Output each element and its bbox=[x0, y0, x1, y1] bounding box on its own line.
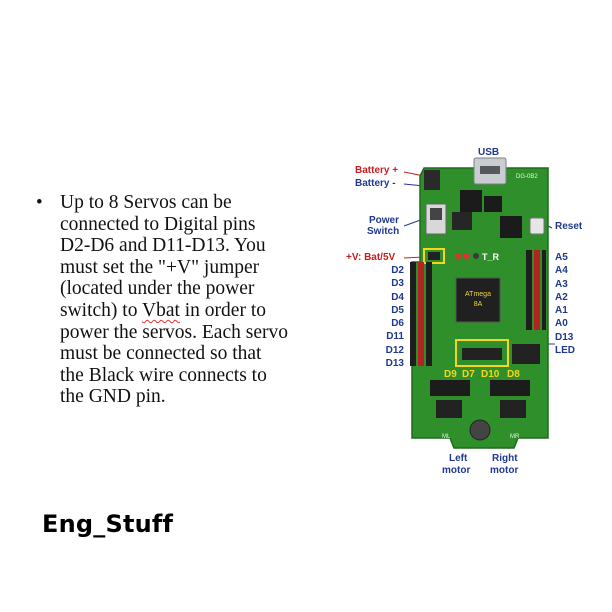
text-line-3: D2-D6 and D11-D13. You bbox=[60, 235, 266, 257]
pin-label-a4: A4 bbox=[555, 265, 568, 277]
left-pin-labels: D2 D3 D4 D5 D6 D11 D12 D13 bbox=[376, 264, 404, 370]
label-battery-plus: Battery + bbox=[355, 165, 399, 176]
label-right-motor-1: Right bbox=[492, 453, 518, 464]
chip-label-2: 8A bbox=[474, 301, 483, 308]
pin-label-a5: A5 bbox=[555, 252, 568, 263]
pin-label-d4: D4 bbox=[391, 291, 404, 303]
silk-tr: T_R bbox=[482, 252, 500, 262]
pin-label-d12: D12 bbox=[385, 344, 404, 356]
label-left-motor-2: motor bbox=[442, 465, 471, 476]
label-right-motor-2: motor bbox=[490, 465, 519, 476]
pin-label-led: LED bbox=[555, 345, 575, 357]
pin-label-d8: D8 bbox=[507, 369, 520, 380]
text-line-6a: switch) to bbox=[60, 299, 138, 321]
label-reset: Reset bbox=[555, 221, 583, 232]
label-power-1: Power bbox=[369, 215, 400, 226]
text-line-5: (located under the power bbox=[60, 278, 255, 300]
pin-label-d5: D5 bbox=[391, 304, 404, 316]
silk-model: DG-0B2 bbox=[516, 174, 538, 180]
pin-label-d6: D6 bbox=[391, 318, 404, 330]
pin-label-a0: A0 bbox=[555, 318, 568, 330]
pin-label-d11: D11 bbox=[386, 331, 404, 343]
text-line-7: power the servos. Each servo bbox=[60, 321, 288, 343]
vbat-word: Vbat bbox=[141, 299, 180, 321]
chip-label-1: ATmega bbox=[465, 291, 491, 298]
brand-watermark: Eng_Stuff bbox=[42, 510, 174, 538]
pin-label-a2: A2 bbox=[555, 291, 568, 303]
pin-label-d7: D7 bbox=[462, 369, 475, 380]
pin-label-a1: A1 bbox=[555, 305, 568, 317]
label-power-2: Switch bbox=[367, 226, 400, 237]
pin-label-d10: D10 bbox=[481, 369, 500, 380]
pin-label-d13: D13 bbox=[385, 358, 404, 370]
pin-label-a3: A3 bbox=[555, 278, 568, 290]
text-line-4: must set the "+V" jumper bbox=[60, 256, 260, 278]
label-battery-minus: Battery - bbox=[355, 178, 396, 189]
label-vbat-jumper: +V: Bat/5V bbox=[346, 252, 396, 263]
silk-ml: ML bbox=[442, 434, 451, 440]
label-left-motor-1: Left bbox=[449, 453, 468, 464]
servo-instructions: • Up to 8 Servos can be connected to Dig… bbox=[36, 192, 336, 408]
text-line-1: Up to 8 Servos can be bbox=[60, 192, 232, 213]
label-usb: USB bbox=[478, 147, 500, 158]
pin-label-d2: D2 bbox=[391, 265, 404, 276]
text-line-8: must be connected so that bbox=[60, 343, 262, 365]
text-line-2: connected to Digital pins bbox=[60, 213, 256, 235]
text-line-10: the GND pin. bbox=[60, 386, 166, 408]
pin-label-d9: D9 bbox=[444, 369, 457, 380]
right-pin-labels: A5 A4 A3 A2 A1 A0 D13 LED bbox=[555, 251, 595, 357]
bullet-dot: • bbox=[36, 192, 43, 213]
pin-label-d13-right: D13 bbox=[555, 331, 574, 343]
text-line-9: the Black wire connects to bbox=[60, 364, 267, 386]
text-line-6: switch) to Vbat in order to bbox=[36, 300, 336, 322]
silk-mr: MR bbox=[510, 434, 520, 440]
text-line-6b: in order to bbox=[179, 299, 266, 321]
pin-label-d3: D3 bbox=[391, 278, 404, 290]
